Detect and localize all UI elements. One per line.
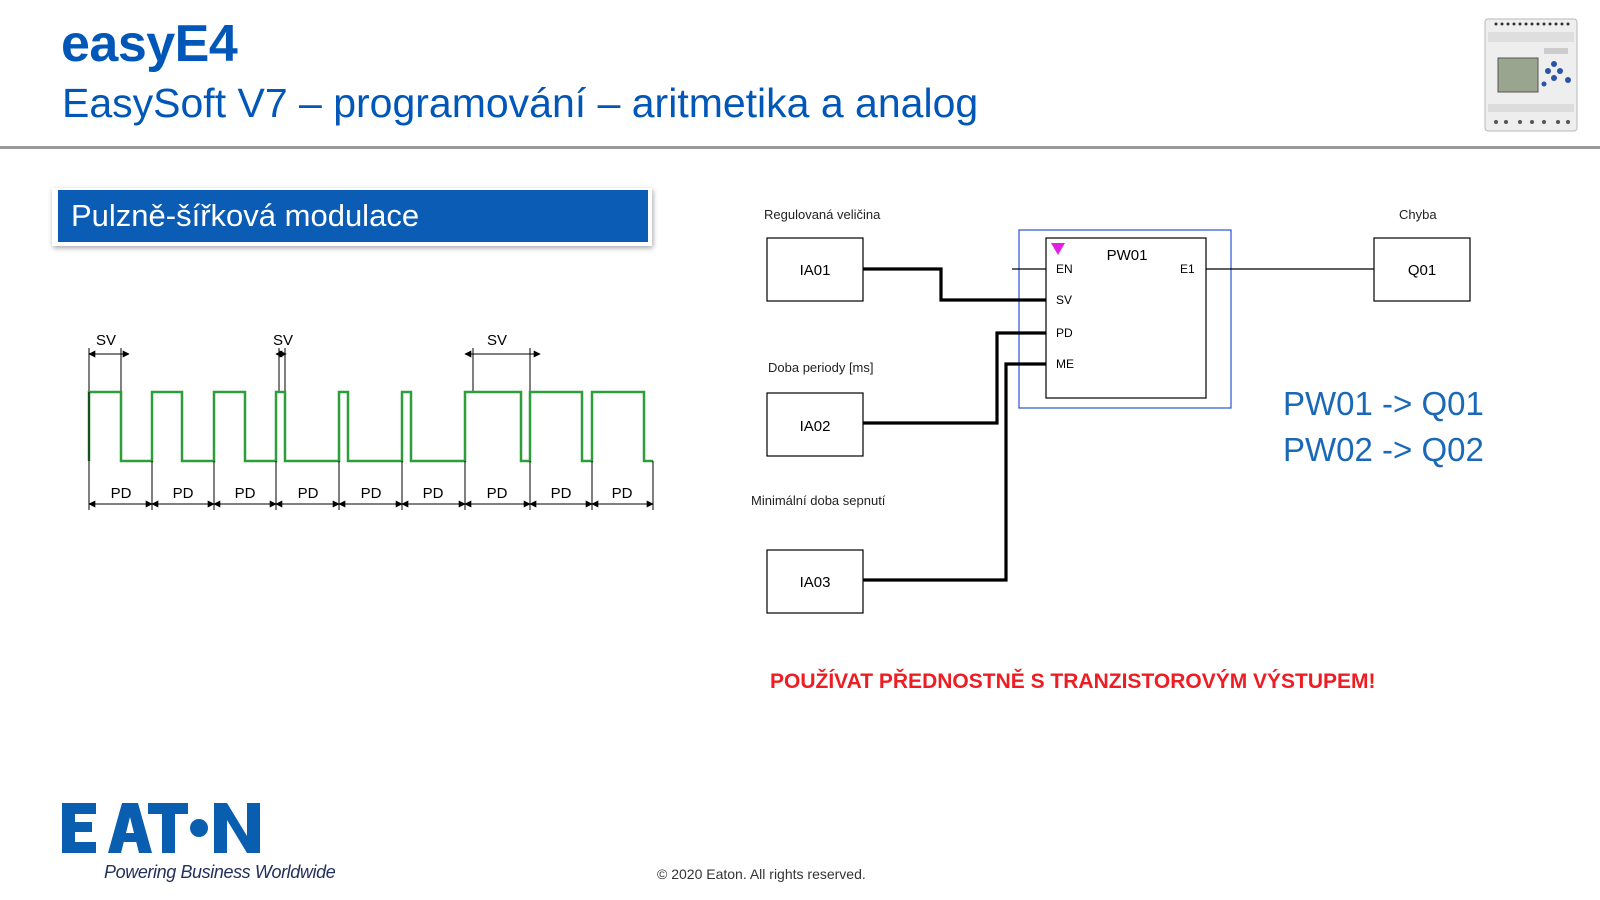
pw01-block-title: PW01 (1107, 247, 1148, 264)
warning-text: POUŽÍVAT PŘEDNOSTNĚ S TRANZISTOROVÝM VÝS… (770, 670, 1376, 693)
section-header-label: Pulzně-šířková modulace (58, 190, 648, 242)
slide-title: easyE4 (61, 15, 238, 73)
eaton-logo (62, 803, 260, 853)
operand-q01 (1373, 237, 1471, 302)
easye4-device-image (1484, 18, 1578, 132)
pd-label-2: PD (173, 485, 194, 502)
pd-label-9: PD (612, 485, 633, 502)
header-divider (0, 146, 1600, 149)
pd-label-1: PD (111, 485, 132, 502)
label-period: Doba periody [ms] (768, 360, 874, 375)
pd-label-3: PD (235, 485, 256, 502)
copyright-notice: © 2020 Eaton. All rights reserved. (657, 866, 866, 882)
sv-dimensions (88, 348, 541, 392)
slide-subtitle: EasySoft V7 – programování – aritmetika … (62, 80, 979, 126)
operand-q01-label: Q01 (1408, 262, 1436, 279)
label-min-on-time: Minimální doba sepnutí (751, 493, 886, 508)
pd-label-5: PD (361, 485, 382, 502)
port-en: EN (1056, 262, 1073, 276)
pw01-selection-frame (1018, 229, 1232, 409)
eaton-tagline: Powering Business Worldwide (104, 862, 336, 882)
pd-label-7: PD (487, 485, 508, 502)
mapping-line-1: PW01 -> Q01 (1283, 385, 1484, 422)
pd-label-6: PD (423, 485, 444, 502)
pw01-block (1045, 237, 1207, 399)
mapping-line-2: PW02 -> Q02 (1283, 431, 1484, 468)
wire-ia03-me (863, 362, 1046, 582)
label-error: Chyba (1399, 207, 1437, 222)
operand-ia02 (766, 392, 864, 457)
wire-ia01-sv (863, 267, 1046, 302)
pw01-marker-icon (1051, 243, 1065, 255)
sv-label-2: SV (273, 332, 293, 349)
wire-ia02-pd (863, 331, 1046, 425)
port-me: ME (1056, 357, 1074, 371)
sv-label-3: SV (487, 332, 507, 349)
section-header: Pulzně-šířková modulace (52, 188, 652, 246)
port-pd: PD (1056, 326, 1073, 340)
operand-ia01-label: IA01 (800, 262, 831, 279)
pd-label-8: PD (551, 485, 572, 502)
pwm-signal (87, 390, 653, 463)
operand-ia03-label: IA03 (800, 574, 831, 591)
port-e1: E1 (1180, 262, 1195, 276)
sv-label-1: SV (96, 332, 116, 349)
pd-dimensions (88, 392, 654, 510)
function-block-diagram: Regulovaná veličina Doba periody [ms] Mi… (751, 207, 1471, 614)
label-controlled-variable: Regulovaná veličina (764, 207, 881, 222)
operand-ia01 (766, 237, 864, 302)
operand-ia03 (766, 549, 864, 614)
operand-ia02-label: IA02 (800, 418, 831, 435)
port-sv: SV (1056, 293, 1072, 307)
pd-label-4: PD (298, 485, 319, 502)
pwm-timing-diagram: SV SV SV PD PD PD PD PD PD PD PD (87, 332, 654, 510)
